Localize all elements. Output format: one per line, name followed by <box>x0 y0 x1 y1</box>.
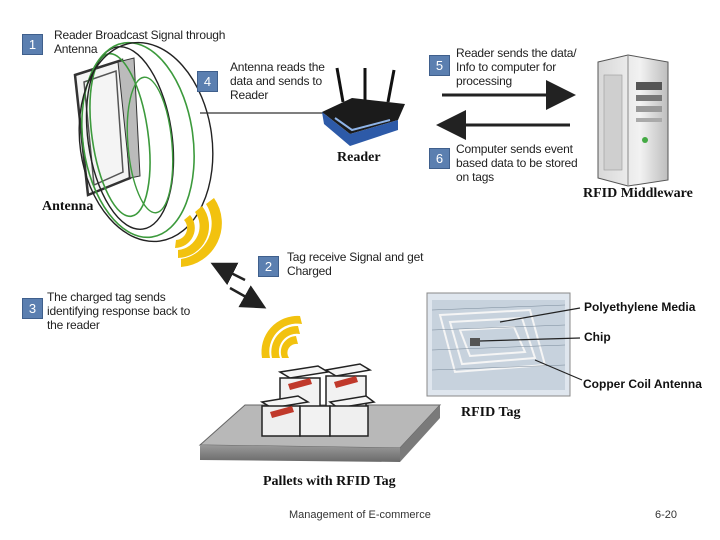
rfid-tag-image <box>426 292 571 397</box>
step-badge-1: 1 <box>22 34 43 55</box>
pallet-boxes <box>259 363 376 437</box>
reader-label: Reader <box>337 150 381 165</box>
step-badge-5: 5 <box>429 55 450 76</box>
step-badge-2: 2 <box>258 256 279 277</box>
footer-title: Management of E-commerce <box>289 509 431 521</box>
step-text-1: Reader Broadcast Signal through Antenna <box>54 28 226 56</box>
step-text-4: Antenna reads the data and sends to Read… <box>230 60 325 102</box>
step-badge-3: 3 <box>22 298 43 319</box>
step-badge-6: 6 <box>429 148 450 169</box>
tag-pointer-lines <box>479 307 583 381</box>
arrow-antenna-to-tag <box>229 285 267 309</box>
reader-router-icon <box>322 67 405 146</box>
step-text-6: Computer sends event based data to be st… <box>456 142 578 184</box>
antenna-label: Antenna <box>42 199 94 214</box>
antenna-wave-icon <box>175 198 222 267</box>
step-text-5: Reader sends the data/ Info to computer … <box>456 46 577 88</box>
step-text-3: The charged tag sends identifying respon… <box>47 290 191 332</box>
step-badge-4: 4 <box>197 71 218 92</box>
rfid-tag-label: RFID Tag <box>461 405 521 420</box>
step-text-2: Tag receive Signal and get Charged <box>287 250 424 278</box>
antenna-graphic <box>73 57 141 197</box>
antenna-signal-rings <box>78 41 214 243</box>
polyethylene-label: Polyethylene Media <box>584 300 696 314</box>
pallets-label: Pallets with RFID Tag <box>263 474 396 489</box>
tag-wave-icon <box>261 315 302 358</box>
coil-antenna-label: Copper Coil Antenna <box>583 377 702 391</box>
middleware-computer-icon <box>597 54 669 187</box>
chip-label: Chip <box>584 330 611 344</box>
middleware-label: RFID Middleware <box>583 186 693 201</box>
arrow-tag-to-antenna <box>210 262 246 286</box>
page-number: 6-20 <box>655 509 678 521</box>
